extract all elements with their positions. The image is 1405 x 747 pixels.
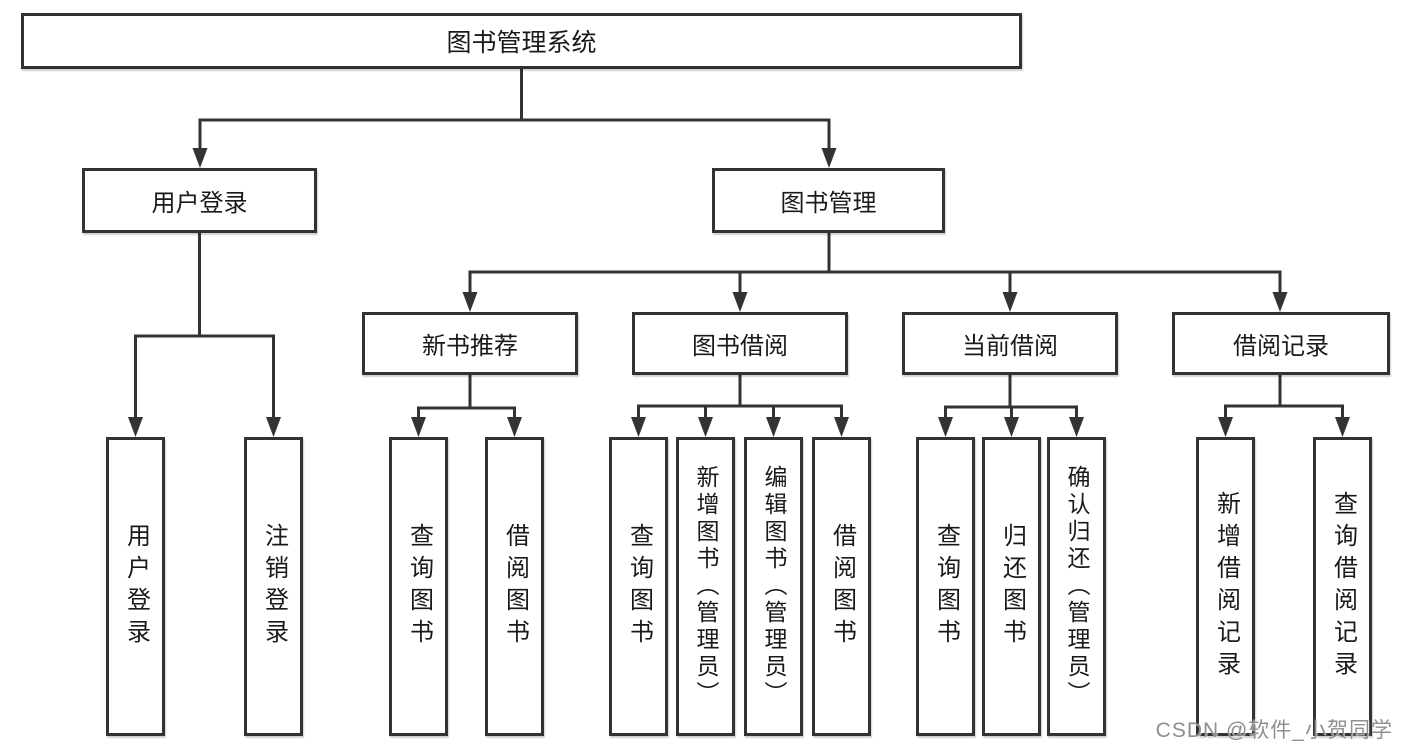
leaf-add-borrow-record: 新增借阅记录 bbox=[1196, 437, 1255, 736]
csdn-watermark: CSDN @软件_小贺同学 bbox=[1155, 719, 1393, 742]
leaf-logout: 注销登录 bbox=[244, 437, 303, 736]
node-label: 注销登录 bbox=[260, 522, 288, 651]
node-user-login: 用户登录 bbox=[82, 168, 317, 233]
node-label: 用户登录 bbox=[151, 190, 248, 217]
node-label: 归还图书 bbox=[998, 522, 1026, 651]
leaf-edit-books-admin: 编辑图书（管理员） bbox=[744, 437, 803, 736]
leaf-query-borrow-record: 查询借阅记录 bbox=[1313, 437, 1372, 736]
node-book-management: 图书管理 bbox=[712, 168, 945, 233]
node-label: 确认归还（管理员） bbox=[1064, 465, 1090, 708]
leaf-query-books-current: 查询图书 bbox=[916, 437, 975, 736]
node-label: 新书推荐 bbox=[422, 333, 518, 360]
node-book-borrow: 图书借阅 bbox=[632, 312, 848, 375]
arrowheads bbox=[128, 148, 1350, 437]
node-label: 图书管理 bbox=[780, 190, 877, 217]
leaf-return-books: 归还图书 bbox=[982, 437, 1041, 736]
node-label: 借阅图书 bbox=[828, 522, 856, 651]
node-label: 用户登录 bbox=[122, 522, 150, 651]
leaf-borrow-books-recommend: 借阅图书 bbox=[485, 437, 544, 736]
node-borrow-records: 借阅记录 bbox=[1172, 312, 1390, 375]
leaf-query-books-recommend: 查询图书 bbox=[389, 437, 448, 736]
node-label: 新增图书（管理员） bbox=[693, 465, 719, 708]
leaf-confirm-return-admin: 确认归还（管理员） bbox=[1047, 437, 1106, 736]
node-label: 查询图书 bbox=[625, 522, 653, 651]
leaf-query-books-borrow: 查询图书 bbox=[609, 437, 668, 736]
node-label: 借阅记录 bbox=[1233, 333, 1329, 360]
leaf-borrow-books: 借阅图书 bbox=[812, 437, 871, 736]
node-label: 借阅图书 bbox=[501, 522, 529, 651]
node-label: 图书管理系统 bbox=[446, 29, 597, 57]
node-label: 新增借阅记录 bbox=[1212, 490, 1240, 683]
node-label: 查询借阅记录 bbox=[1329, 490, 1357, 683]
node-label: 编辑图书（管理员） bbox=[761, 465, 787, 708]
node-current-borrow: 当前借阅 bbox=[902, 312, 1118, 375]
node-label: 图书借阅 bbox=[692, 333, 788, 360]
node-new-book-recommend: 新书推荐 bbox=[362, 312, 578, 375]
node-label: 当前借阅 bbox=[962, 333, 1058, 360]
leaf-user-login: 用户登录 bbox=[106, 437, 165, 736]
leaf-add-books-admin: 新增图书（管理员） bbox=[676, 437, 735, 736]
node-label: 查询图书 bbox=[932, 522, 960, 651]
node-library-management-system: 图书管理系统 bbox=[21, 13, 1022, 69]
node-label: 查询图书 bbox=[405, 522, 433, 651]
